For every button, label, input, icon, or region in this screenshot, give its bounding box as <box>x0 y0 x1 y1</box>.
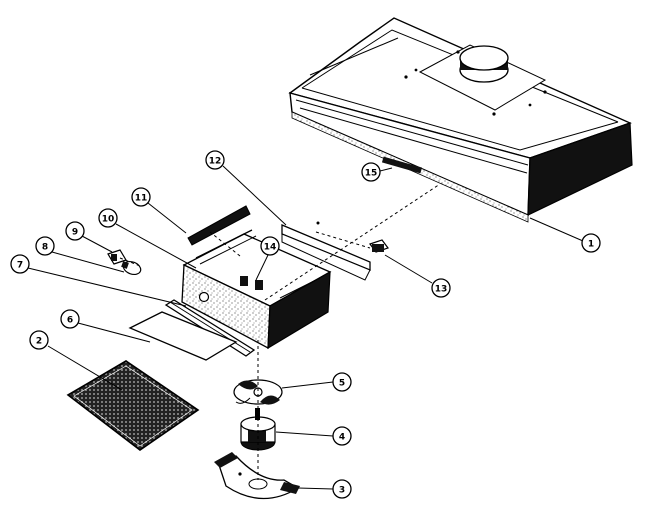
callout-3-label: 3 <box>339 486 345 496</box>
filter-strip <box>187 205 251 246</box>
callout-14-label: 14 <box>264 243 277 253</box>
callout-15: 15 <box>361 162 381 182</box>
lens-panel <box>128 311 238 361</box>
callout-12: 12 <box>205 150 225 170</box>
callout-9: 9 <box>65 221 85 241</box>
callout-4-label: 4 <box>339 433 345 443</box>
light-bulb <box>121 260 142 276</box>
callout-4: 4 <box>332 426 352 446</box>
fan-blade <box>233 379 283 405</box>
callout-5: 5 <box>332 372 352 392</box>
callout-1-label: 1 <box>588 240 594 250</box>
leader-lines <box>27 165 584 490</box>
connector-block <box>369 239 389 253</box>
callout-10-label: 10 <box>102 215 115 225</box>
blower-housing <box>181 229 332 350</box>
callout-7-label: 7 <box>17 261 23 271</box>
callout-13: 13 <box>431 278 451 298</box>
callout-10: 10 <box>98 208 118 228</box>
callout-11: 11 <box>131 187 151 207</box>
callout-6-label: 6 <box>67 316 73 326</box>
callout-15-label: 15 <box>365 169 378 179</box>
callout-9-label: 9 <box>72 228 78 238</box>
callout-1: 1 <box>581 233 601 253</box>
callout-7: 7 <box>10 254 30 274</box>
grease-filter <box>66 360 200 451</box>
assembly-guides <box>119 183 441 480</box>
hood-housing <box>288 17 633 223</box>
callout-2-label: 2 <box>36 337 42 347</box>
callout-8-label: 8 <box>42 243 48 253</box>
callout-2: 2 <box>29 330 49 350</box>
callout-5-label: 5 <box>339 379 345 389</box>
callout-11-label: 11 <box>135 194 148 204</box>
callout-13-label: 13 <box>435 285 448 295</box>
callout-12-label: 12 <box>209 157 222 167</box>
callout-8: 8 <box>35 236 55 256</box>
callout-6: 6 <box>60 309 80 329</box>
callout-3: 3 <box>332 479 352 499</box>
motor-mount-bracket <box>214 452 300 500</box>
callout-14: 14 <box>260 236 280 256</box>
